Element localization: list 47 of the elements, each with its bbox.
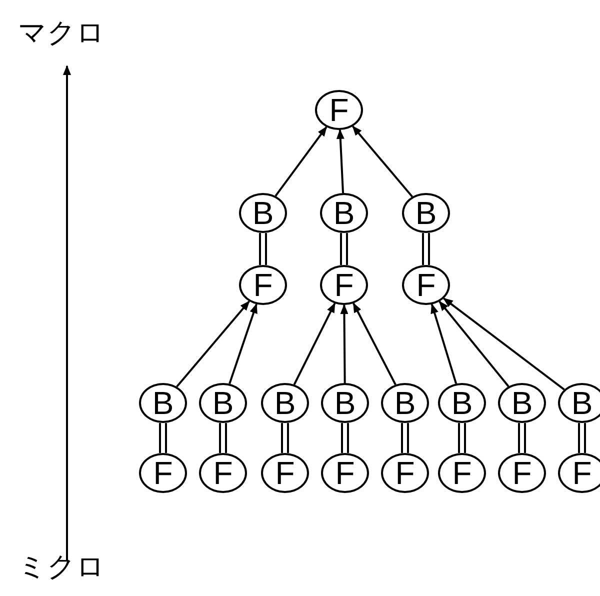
ellipse-node: B xyxy=(320,193,368,233)
arrow xyxy=(336,128,344,194)
ellipse-node: F xyxy=(498,453,546,493)
ellipse-node: B xyxy=(498,383,546,423)
ellipse-node: F xyxy=(320,265,368,305)
arrow xyxy=(438,300,510,388)
double-line xyxy=(281,422,289,454)
double-line xyxy=(159,422,167,454)
axis-label: ミクロ xyxy=(18,549,105,585)
arrow xyxy=(340,304,348,383)
ellipse-node: B xyxy=(402,193,450,233)
ellipse-node: F xyxy=(438,453,486,493)
arrow xyxy=(228,303,258,384)
axis-label: マクロ xyxy=(18,15,105,51)
double-line xyxy=(401,422,409,454)
ellipse-node: F xyxy=(402,265,450,305)
ellipse-node: F xyxy=(381,453,429,493)
arrow xyxy=(274,126,328,197)
arrow xyxy=(352,126,413,198)
ellipse-node: B xyxy=(199,383,247,423)
arrow xyxy=(442,298,565,390)
ellipse-node: B xyxy=(239,193,287,233)
ellipse-node: F xyxy=(558,453,600,493)
ellipse-node: F xyxy=(199,453,247,493)
double-line xyxy=(578,422,586,454)
ellipse-node: B xyxy=(321,383,369,423)
ellipse-node: B xyxy=(139,383,187,423)
arrow xyxy=(293,302,336,385)
arrow xyxy=(176,300,250,388)
double-line xyxy=(340,232,348,266)
double-line xyxy=(518,422,526,454)
double-line xyxy=(219,422,227,454)
ellipse-node: B xyxy=(438,383,486,423)
ellipse-node: B xyxy=(261,383,309,423)
arrow xyxy=(430,303,458,384)
ellipse-node: F xyxy=(261,453,309,493)
ellipse-node: F xyxy=(321,453,369,493)
double-line xyxy=(341,422,349,454)
ellipse-node: F xyxy=(139,453,187,493)
ellipse-node: F xyxy=(315,90,363,130)
ellipse-node: B xyxy=(381,383,429,423)
double-line xyxy=(458,422,466,454)
double-line xyxy=(259,232,267,266)
double-line xyxy=(422,232,430,266)
arrow xyxy=(352,302,396,386)
ellipse-node: B xyxy=(558,383,600,423)
ellipse-node: F xyxy=(239,265,287,305)
